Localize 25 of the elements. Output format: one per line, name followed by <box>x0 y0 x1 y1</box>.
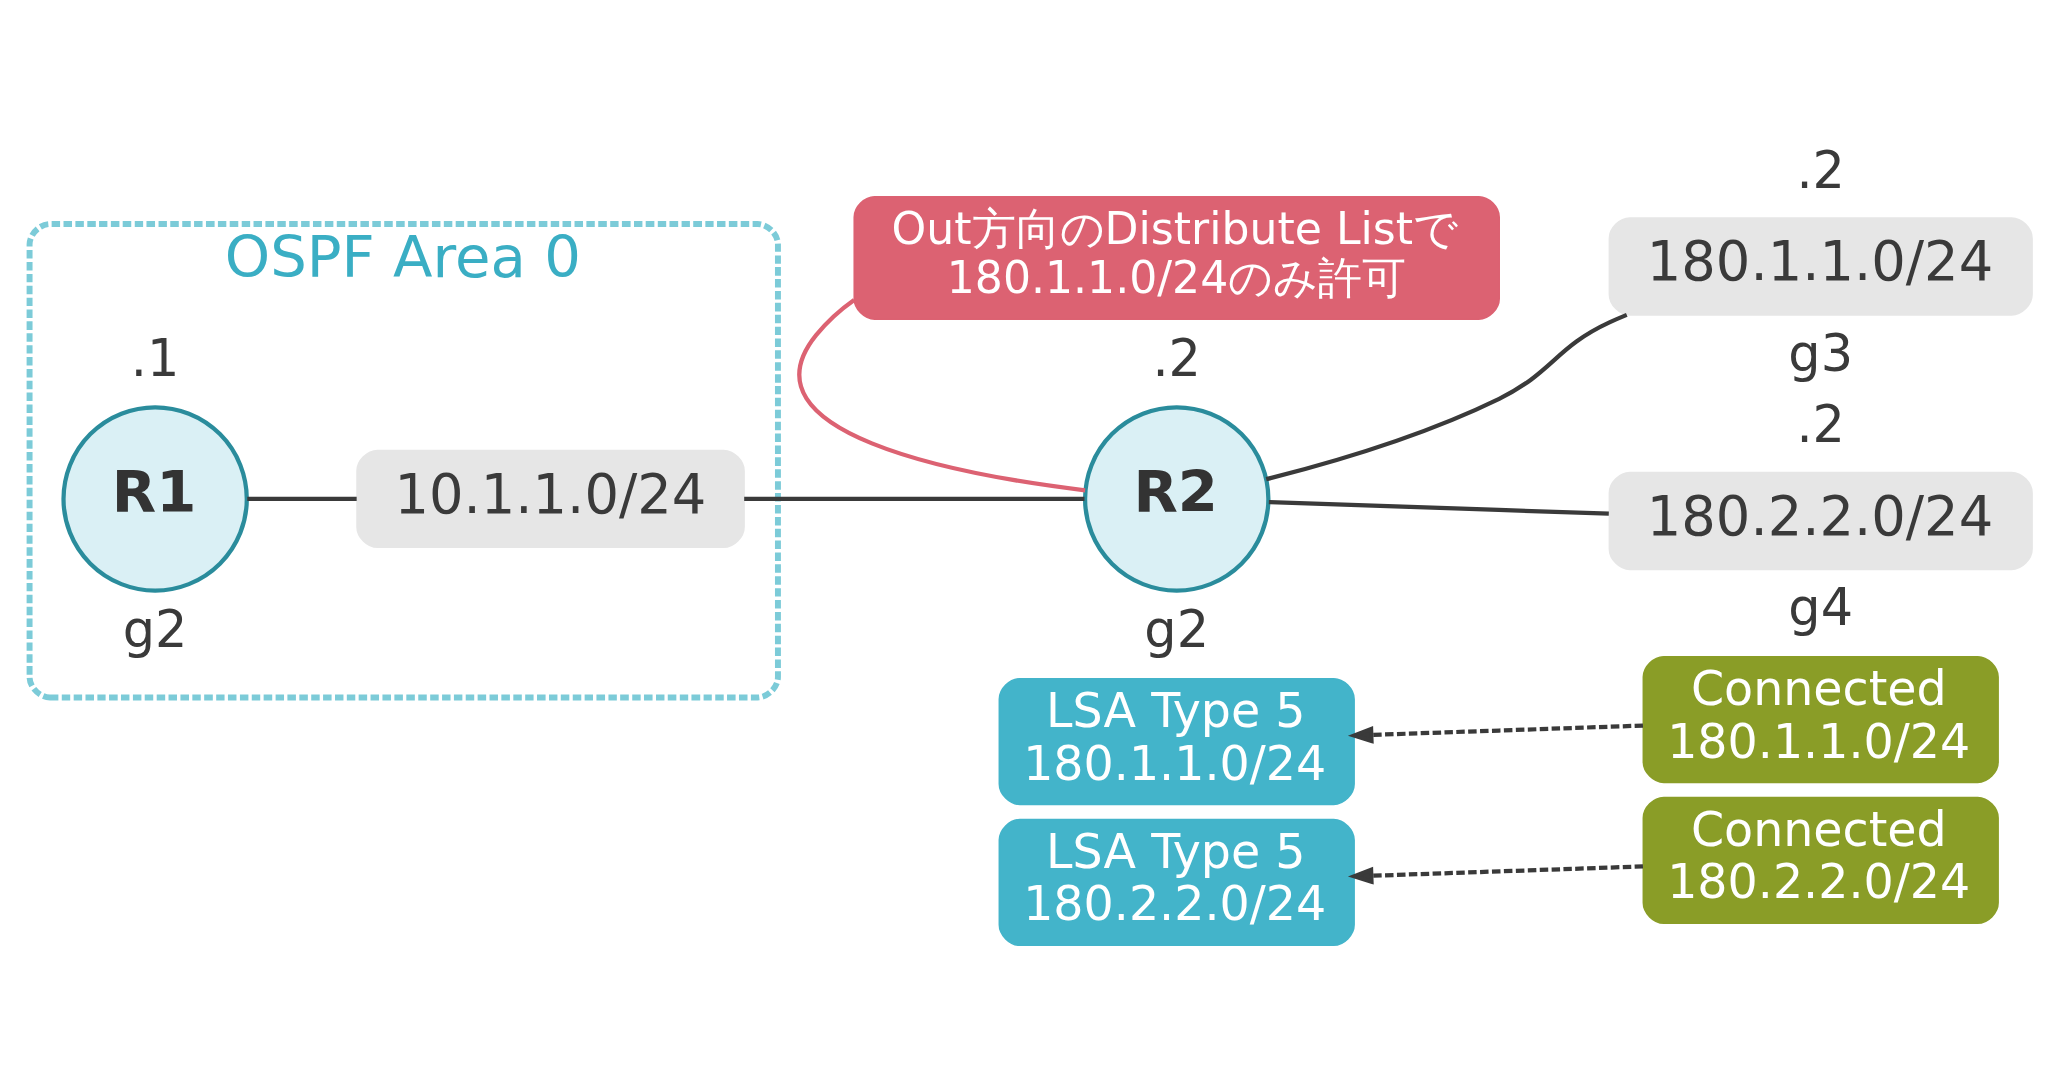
node-box: 180.1.1.0/24 <box>1608 217 2033 316</box>
connector <box>1265 312 1628 482</box>
connector <box>797 298 1086 493</box>
node-circle: R2 <box>1082 405 1271 593</box>
connector <box>247 496 357 502</box>
label: g4 <box>1788 578 1854 638</box>
node-box: Connected 180.2.2.0/24 <box>1642 796 1999 924</box>
node-box: Out方向のDistribute Listで180.1.1.0/24のみ許可 <box>853 196 1500 320</box>
arrow <box>1347 723 1644 744</box>
node-box: 180.2.2.0/24 <box>1608 471 2033 571</box>
node-box: 10.1.1.0/24 <box>356 449 745 549</box>
node-box: LSA Type 5 180.2.2.0/24 <box>998 818 1355 947</box>
node-box: LSA Type 5 180.1.1.0/24 <box>998 677 1355 806</box>
node-circle: R1 <box>61 405 249 593</box>
label: g2 <box>1144 600 1210 660</box>
arrow <box>1347 864 1644 885</box>
label: g2 <box>122 600 188 660</box>
connector <box>744 496 1085 502</box>
node-box: Connected 180.1.1.0/24 <box>1642 655 1999 784</box>
connector <box>1268 499 1609 516</box>
label: .2 <box>1152 328 1202 388</box>
label: g3 <box>1788 323 1854 383</box>
label: .1 <box>130 328 180 388</box>
label: .2 <box>1796 140 1846 200</box>
label: .2 <box>1796 395 1846 455</box>
